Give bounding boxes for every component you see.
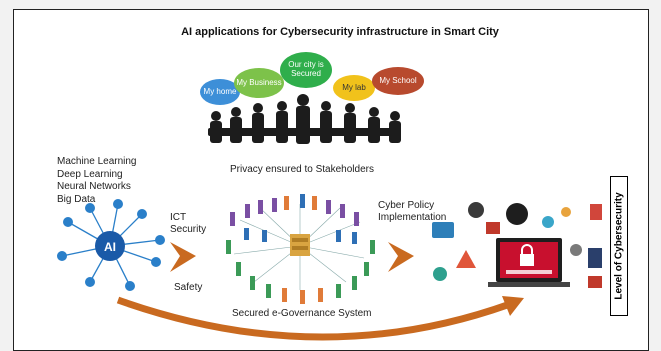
feedback-arrow-head [502,296,524,316]
topic-big-data: Big Data [57,193,96,205]
crowd-network-icon [226,194,375,304]
feedback-curve-arrow [116,296,512,341]
privacy-caption: Privacy ensured to Stakeholders [230,164,374,175]
security-icons-cluster [432,202,602,288]
ai-topics-list: Machine Learning Deep Learning Neural Ne… [57,156,137,206]
ai-network-icon: AI [57,199,165,291]
egov-caption: Secured e-Governance System [232,308,372,319]
level-of-cybersecurity-label: Level of Cybersecurity [613,192,625,300]
safety-label: Safety [174,282,203,293]
ai-hub-label: AI [104,240,116,254]
bubble-our-city: Our city is Secured [280,52,332,88]
level-of-cybersecurity-box: Level of Cybersecurity [610,176,628,316]
arrow-right-1 [170,242,196,272]
people-meeting-icon [208,94,401,144]
laptop-lock-icon [488,238,570,287]
topic-machine-learning: Machine Learning [57,156,137,167]
topic-deep-learning: Deep Learning [57,168,123,180]
bubble-my-school: My School [372,67,424,95]
cyber-policy-label: Cyber Policy Implementation [378,200,447,223]
figure-title: AI applications for Cybersecurity infras… [181,26,499,38]
topic-neural-networks: Neural Networks [57,181,131,192]
hacker-icon [506,203,528,225]
ict-security-label: ICT Security [170,212,207,235]
bubble-my-home: My home [200,79,240,105]
bubble-my-business: My Business [234,68,284,98]
arrow-right-2 [388,242,414,272]
bubble-my-lab: My lab [333,75,375,101]
